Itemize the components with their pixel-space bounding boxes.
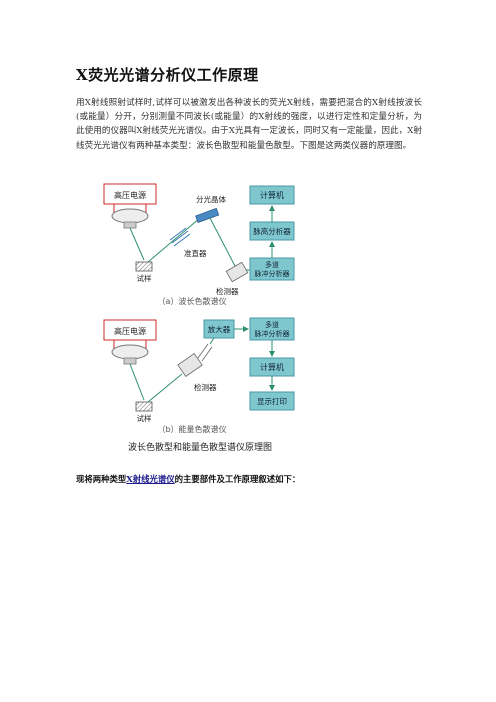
multichannel-analyzer-label-1: 多道 bbox=[265, 260, 279, 269]
wavelength-dispersive-diagram: 高压电源 试样 准直器 分光晶体 bbox=[103, 183, 295, 306]
primary-beam-2 bbox=[129, 363, 145, 401]
detector-label-2: 检测器 bbox=[194, 382, 217, 392]
detector bbox=[225, 261, 249, 283]
analyzing-crystal bbox=[195, 207, 220, 224]
sample-block-2 bbox=[135, 401, 153, 412]
display-print-label: 显示打印 bbox=[257, 396, 287, 406]
detector-to-amplifier bbox=[209, 337, 215, 345]
intro-paragraph: 用X射线照射试样时,试样可以被激发出各种波长的荧光X射线，需要把混合的X射线按波… bbox=[76, 98, 422, 151]
sample-block bbox=[135, 261, 153, 272]
xray-tube bbox=[111, 208, 149, 224]
computer-label-2: 计算机 bbox=[260, 362, 284, 372]
caption-energy: （b）能量色散谱仪 bbox=[157, 424, 226, 434]
display-print-box bbox=[249, 391, 295, 411]
hv-power-label: 高压电源 bbox=[114, 190, 146, 200]
energy-dispersive-diagram: 高压电源 试样 检测器 放大器 多道 脉冲分析器 计算机 bbox=[103, 317, 295, 434]
pulse-height-analyzer-label: 脉高分析器 bbox=[253, 226, 291, 236]
crystal-label: 分光晶体 bbox=[196, 194, 226, 204]
collimator-label: 准直器 bbox=[184, 248, 207, 258]
caption-wavelength: （a）波长色散谱仪 bbox=[158, 296, 227, 306]
xray-tube-window bbox=[123, 221, 137, 229]
collimator bbox=[169, 227, 191, 247]
fluorescence-beam bbox=[147, 217, 201, 263]
multichannel-analyzer-label-2a: 多道 bbox=[265, 320, 279, 329]
xray-tube-window-2 bbox=[123, 357, 137, 365]
page-title: X荧光光谱分析仪工作原理 bbox=[76, 66, 259, 84]
sample-label: 试样 bbox=[137, 273, 152, 283]
principle-diagram: 高压电源 试样 准直器 分光晶体 bbox=[103, 183, 295, 453]
amplifier-label: 放大器 bbox=[208, 324, 231, 334]
hv-power-box-2 bbox=[103, 319, 157, 341]
detector-2 bbox=[177, 352, 203, 378]
detector-dewar-2 bbox=[201, 346, 213, 362]
detector-label: 检测器 bbox=[216, 286, 239, 296]
figure-title: 波长色散型和能量色散型谱仪原理图 bbox=[128, 441, 272, 453]
diffracted-beam bbox=[209, 217, 237, 269]
principle-diagram-figure: 高压电源 试样 准直器 分光晶体 bbox=[100, 178, 400, 456]
xray-tube-2 bbox=[111, 344, 149, 360]
sample-label-2: 试样 bbox=[137, 413, 152, 423]
hv-power-label-2: 高压电源 bbox=[114, 326, 146, 336]
primary-beam bbox=[129, 227, 145, 261]
computer-label: 计算机 bbox=[260, 190, 284, 200]
summary-pre: 现将两种类型 bbox=[76, 474, 127, 484]
multichannel-analyzer-label-2: 脉冲分析器 bbox=[255, 269, 290, 278]
summary-link[interactable]: X射线光谱仪 bbox=[126, 474, 175, 484]
hv-power-box bbox=[103, 183, 157, 205]
fluorescence-beam-2 bbox=[147, 373, 183, 403]
summary-line: 现将两种类型X射线光谱仪的主要部件及工作原理叙述如下： bbox=[76, 473, 436, 485]
computer-box bbox=[249, 185, 295, 205]
detector-dewar bbox=[197, 343, 209, 359]
multichannel-analyzer-label-2b: 脉冲分析器 bbox=[255, 329, 290, 338]
summary-post: 的主要部件及工作原理叙述如下： bbox=[174, 474, 301, 484]
